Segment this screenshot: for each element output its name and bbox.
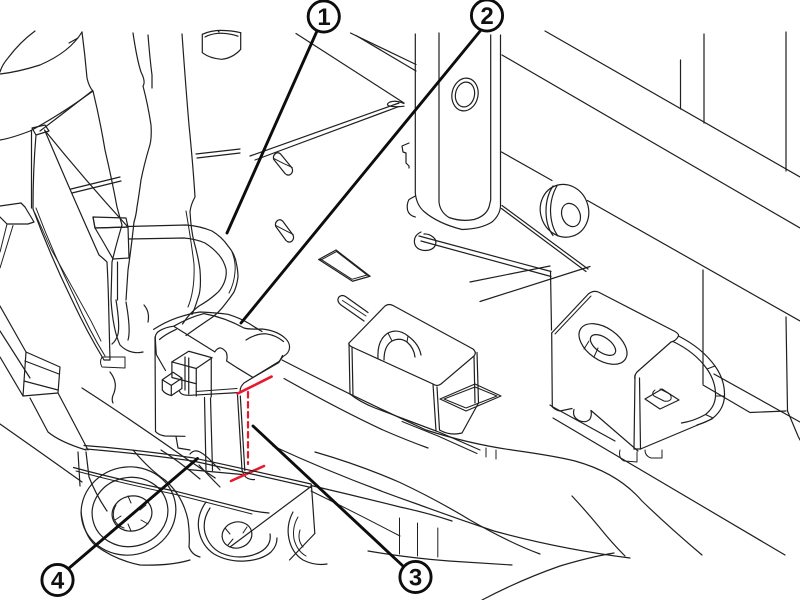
svg-text:3: 3 <box>409 565 422 592</box>
svg-text:1: 1 <box>317 4 330 31</box>
svg-text:4: 4 <box>51 568 65 595</box>
svg-text:2: 2 <box>480 3 493 30</box>
